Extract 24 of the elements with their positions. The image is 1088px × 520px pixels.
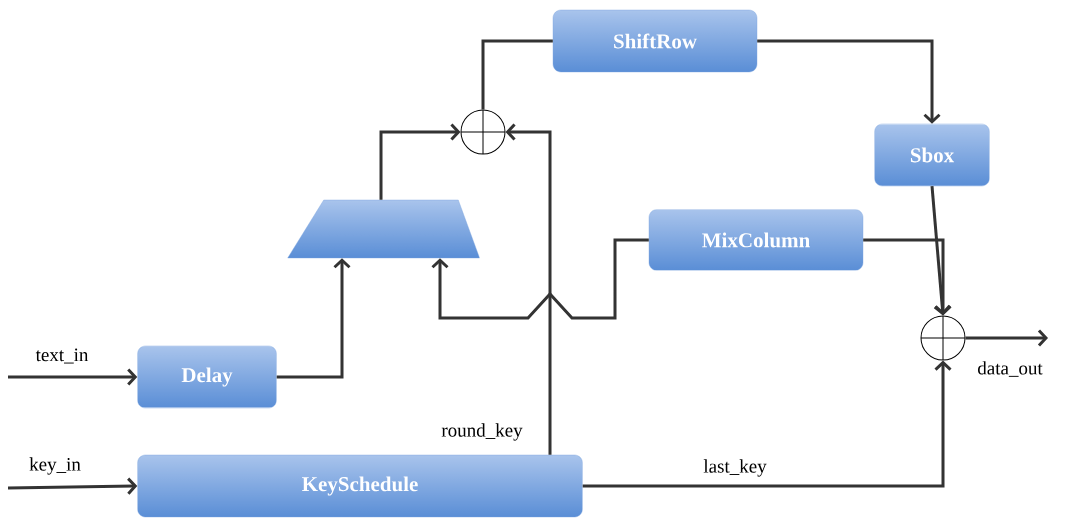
process-box: ShiftRow [552, 9, 758, 73]
arrow [505, 123, 552, 455]
process-box: MixColumn [648, 209, 864, 271]
arrow [757, 39, 941, 124]
process-box: KeySchedule [137, 454, 583, 518]
arrow [379, 123, 461, 200]
arrow [8, 368, 138, 386]
edge-label: key_in [28, 456, 82, 476]
arrow [930, 186, 951, 316]
arrow [431, 238, 649, 320]
multiplexer-shape [287, 199, 480, 259]
edge-label: data_out [976, 360, 1044, 378]
edge-label: round_key [440, 422, 524, 442]
arrow [276, 258, 351, 379]
xor-symbol [460, 109, 506, 155]
arrow [863, 238, 952, 316]
arrow [7, 477, 138, 495]
arrow [582, 360, 952, 488]
edge-label: text_in [34, 347, 90, 365]
process-box: Delay [137, 345, 277, 409]
process-box: Sbox [874, 123, 990, 187]
xor-symbol [920, 315, 966, 361]
arrow [965, 329, 1048, 347]
edge-label: last_key [702, 458, 768, 478]
